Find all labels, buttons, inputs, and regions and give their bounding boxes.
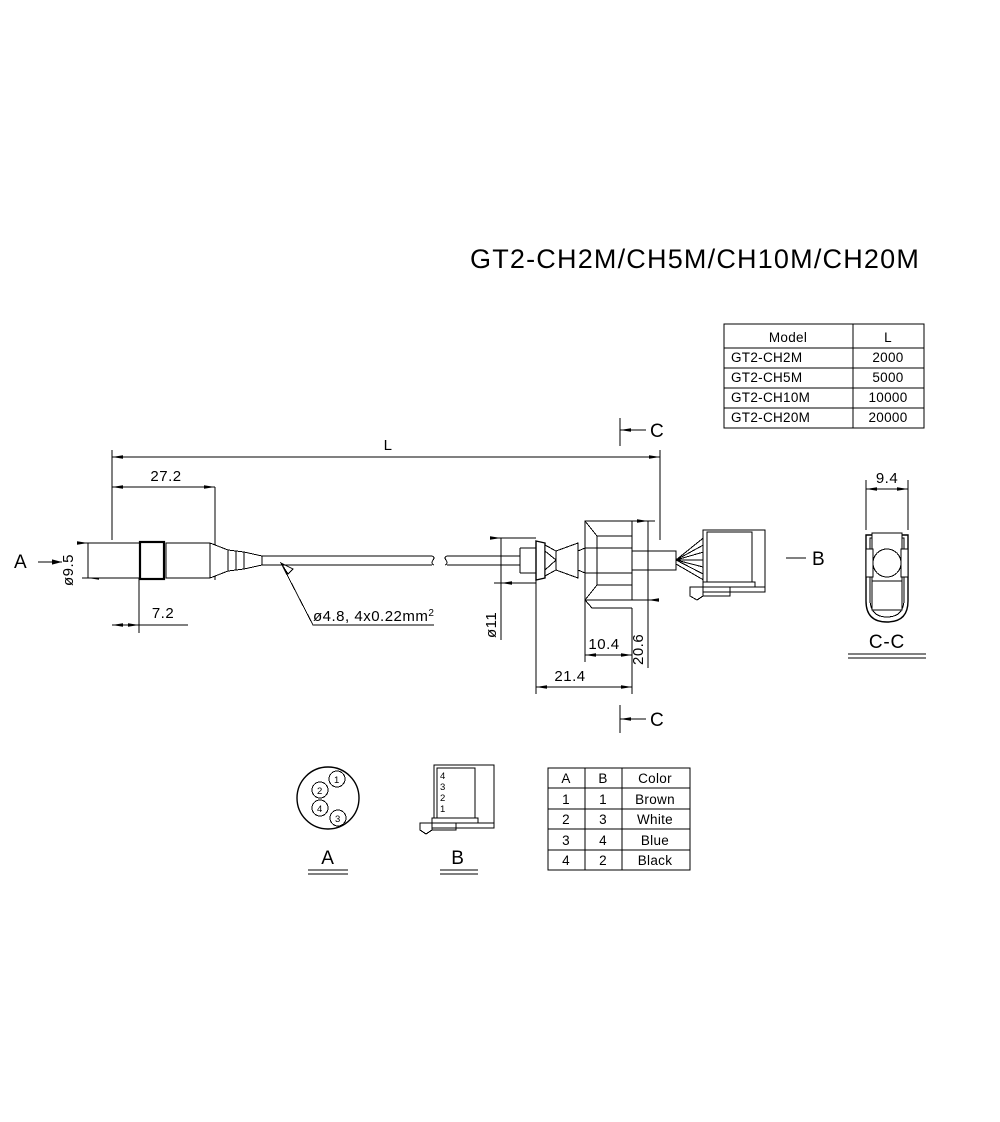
- dimension-20-6: 20.6: [630, 519, 659, 668]
- dimension-diameter-11-label: ø11: [483, 612, 500, 638]
- detail-b-pin: 3: [440, 782, 446, 793]
- rj-plug-connector: [689, 529, 766, 601]
- model-table-row-l: 2000: [872, 350, 903, 365]
- model-table-row-l: 10000: [868, 390, 907, 405]
- view-arrow-a-label: A: [14, 552, 27, 573]
- wiring-table-cell-a: 3: [562, 833, 570, 848]
- dimension-21-4: 21.4: [535, 580, 633, 694]
- model-table-row-model: GT2-CH2M: [731, 350, 802, 365]
- detail-b-pin: 4: [440, 771, 446, 782]
- dimension-7-2: 7.2: [112, 558, 188, 633]
- model-table-row-model: GT2-CH20M: [731, 410, 810, 425]
- wiring-table-header-color: Color: [638, 771, 672, 786]
- detail-a-pin: 1: [334, 775, 340, 786]
- section-c-top-label: C: [650, 421, 665, 442]
- model-table-header-model: Model: [769, 330, 807, 345]
- dimension-L-label: L: [384, 437, 393, 454]
- wiring-table-cell-b: 1: [599, 792, 607, 807]
- dimension-10-4-label: 10.4: [588, 636, 619, 653]
- model-table-row-l: 20000: [868, 410, 907, 425]
- detail-a-pin: 4: [317, 804, 323, 815]
- detail-b-pin: 1: [440, 804, 446, 815]
- dimension-10-4: 10.4: [584, 600, 633, 662]
- section-marker-c-top: C: [619, 418, 665, 446]
- wiring-table-cell-color: White: [637, 812, 673, 827]
- cable-spec-annotation: ø4.8, 4x0.22mm2: [279, 561, 434, 626]
- section-view-cc: 9.4 C-C: [848, 470, 926, 659]
- dimension-7-2-label: 7.2: [152, 605, 174, 622]
- view-arrow-b: B: [786, 549, 825, 570]
- detail-b-label: B: [451, 848, 464, 869]
- detail-a-pin: 2: [317, 786, 323, 797]
- cable-run: [262, 547, 536, 574]
- wiring-table-cell-a: 1: [562, 792, 570, 807]
- wiring-table-cell-color: Brown: [635, 792, 675, 807]
- model-table: Model L GT2-CH2M 2000 GT2-CH5M 5000 GT2-…: [723, 323, 925, 429]
- detail-a-label: A: [321, 848, 334, 869]
- model-table-row-model: GT2-CH10M: [731, 390, 810, 405]
- wiring-table-cell-b: 4: [599, 833, 607, 848]
- dimension-diameter-9-5-label: ø9.5: [60, 554, 77, 586]
- dimension-overall-length: L: [111, 437, 661, 540]
- wiring-table-cell-b: 2: [599, 853, 607, 868]
- dimension-27-2-label: 27.2: [150, 468, 181, 485]
- detail-view-b: 4 3 2 1 B: [419, 764, 495, 875]
- dimension-27-2: 27.2: [112, 468, 216, 580]
- model-table-header-l: L: [884, 330, 892, 345]
- dimension-21-4-label: 21.4: [554, 668, 585, 685]
- detail-view-a: 1 2 4 3 A: [296, 766, 360, 875]
- page-title: GT2-CH2M/CH5M/CH10M/CH20M: [470, 244, 920, 274]
- dimension-diameter-11: ø11: [483, 536, 536, 640]
- dimension-20-6-label: 20.6: [630, 634, 647, 665]
- wiring-table-header-b: B: [598, 771, 607, 786]
- model-table-row-l: 5000: [872, 370, 903, 385]
- detail-b-pin: 2: [440, 793, 446, 804]
- section-cc-label: C-C: [869, 632, 905, 653]
- wiring-table-cell-color: Blue: [641, 833, 669, 848]
- section-c-bottom-label: C: [650, 710, 665, 731]
- dimension-9-4-label: 9.4: [876, 470, 898, 487]
- view-arrow-b-label: B: [812, 549, 825, 570]
- wiring-table-header-a: A: [561, 771, 570, 786]
- wiring-table-cell-a: 4: [562, 853, 570, 868]
- detail-a-pin: 3: [335, 814, 341, 825]
- right-connector-assembly: [535, 520, 708, 609]
- wiring-table-cell-b: 3: [599, 812, 607, 827]
- view-arrow-a: A: [14, 552, 62, 573]
- wiring-table-cell-color: Black: [638, 853, 673, 868]
- left-m8-connector: [87, 540, 263, 581]
- cable-spec-label: ø4.8, 4x0.22mm2: [313, 608, 434, 625]
- model-table-row-model: GT2-CH5M: [731, 370, 802, 385]
- wiring-table-cell-a: 2: [562, 812, 570, 827]
- wiring-table: A B Color 1 1 Brown 2 3 White 3 4 Blue 4…: [547, 767, 691, 871]
- section-marker-c-bottom: C: [619, 705, 665, 733]
